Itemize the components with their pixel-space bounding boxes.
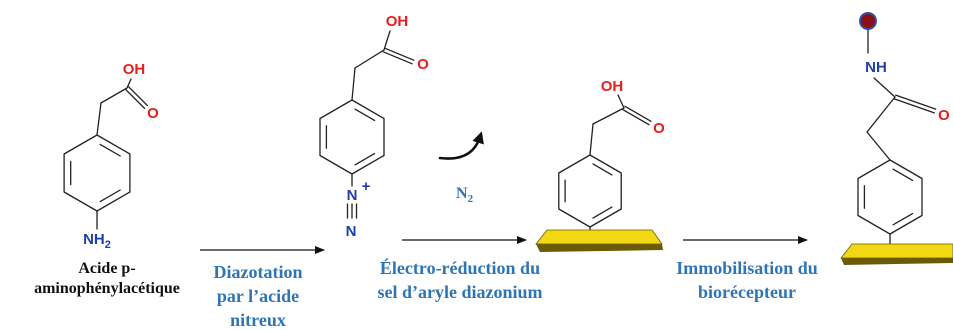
ring-outline [63,134,131,212]
molecule-grafted-on-surface: OH O [535,78,665,252]
aromatic-inner-bond [592,206,613,219]
aromatic-inner-bond [99,189,121,203]
dinitrogen-subscript: 2 [468,193,474,205]
bond [866,96,896,133]
double-bond-line [622,109,650,126]
gold-electrode [535,229,663,252]
reactant-name-line-1: Acide p- [78,260,135,277]
electrode-edge [536,244,663,252]
double-bond-line [382,51,413,65]
step-label-line-2: par l’acide [217,286,299,306]
double-bond-line [624,105,652,122]
bond [354,49,385,69]
dinitrogen-symbol: N [456,185,468,202]
ring-outline [558,154,622,228]
diazonium-charge: + [362,178,371,195]
step-immobilisation: Immobilisation du biorécepteur [676,236,818,302]
step-label-line-2: biorécepteur [698,282,796,302]
molecule-immobilized-bioreceptor: NH O [840,12,953,265]
curved-arrow [438,131,484,160]
aromatic-inner-bond [892,168,914,182]
carbonyl-oxygen-label: O [938,107,950,124]
amine-symbol: NH [83,231,105,248]
step-label-line-1: Diazotation [214,262,303,282]
diazonium-nitrogen-1: N [347,187,358,204]
amide-label: NH [865,59,887,76]
bond [617,94,625,109]
ring-outline [857,159,923,235]
amine-subscript: 2 [105,239,111,251]
bond [351,67,356,101]
carbonyl-oxygen-label: O [417,56,429,73]
hydroxyl-label: OH [601,78,624,95]
carbonyl-oxygen-label: O [653,120,665,137]
double-bond-line [124,88,146,110]
electrode-surface [840,243,953,259]
double-bond-line [895,94,937,110]
bond [100,87,128,104]
bond [126,78,132,89]
hydroxyl-label: OH [123,61,146,78]
step-label-line-1: Électro-réduction du [380,257,540,278]
aromatic-inner-bond [592,163,613,176]
benzene-ring [63,134,131,212]
molecule-aryl-diazonium: OH O N + N [319,13,429,240]
bond [96,102,102,136]
step-label-line-1: Immobilisation du [676,258,818,278]
carbonyl-oxygen-label: O [147,105,159,122]
benzene-ring [558,154,622,228]
step-label-line-2: sel d’aryle diazonium [378,282,543,302]
dinitrogen-label: N2 [456,185,474,205]
bond [866,131,891,161]
nitrogen-release: N2 [438,131,484,205]
electrode-surface [535,229,663,245]
aromatic-inner-bond [892,212,914,226]
benzene-ring [857,159,923,235]
diazonium-nitrogen-2: N [346,223,357,240]
step-diazotation: Diazotation par l’acide nitreux [200,246,325,330]
gold-electrode [840,243,953,265]
amine-label: NH2 [83,231,111,251]
benzene-ring [319,99,385,175]
electrode-edge [841,258,953,265]
bioreceptor-icon [859,12,877,30]
double-bond-line [893,98,935,114]
step-label-line-3: nitreux [230,310,286,330]
bond [592,107,625,125]
molecule-aminophenylacetic-acid: OH O NH2 Acide p- aminophénylacétique [34,61,180,297]
bond [383,30,391,51]
bond [589,123,594,156]
hydroxyl-label: OH [386,13,409,30]
double-bond-line [127,85,149,107]
aromatic-inner-bond [354,108,376,122]
step-electroreduction: Électro-réduction du sel d’aryle diazoni… [378,236,543,302]
ring-outline [319,99,385,175]
aromatic-inner-bond [354,152,376,166]
double-bond-line [384,47,415,61]
aromatic-inner-bond [99,143,121,157]
bond [873,77,896,98]
reactant-name-line-2: aminophénylacétique [34,280,180,297]
